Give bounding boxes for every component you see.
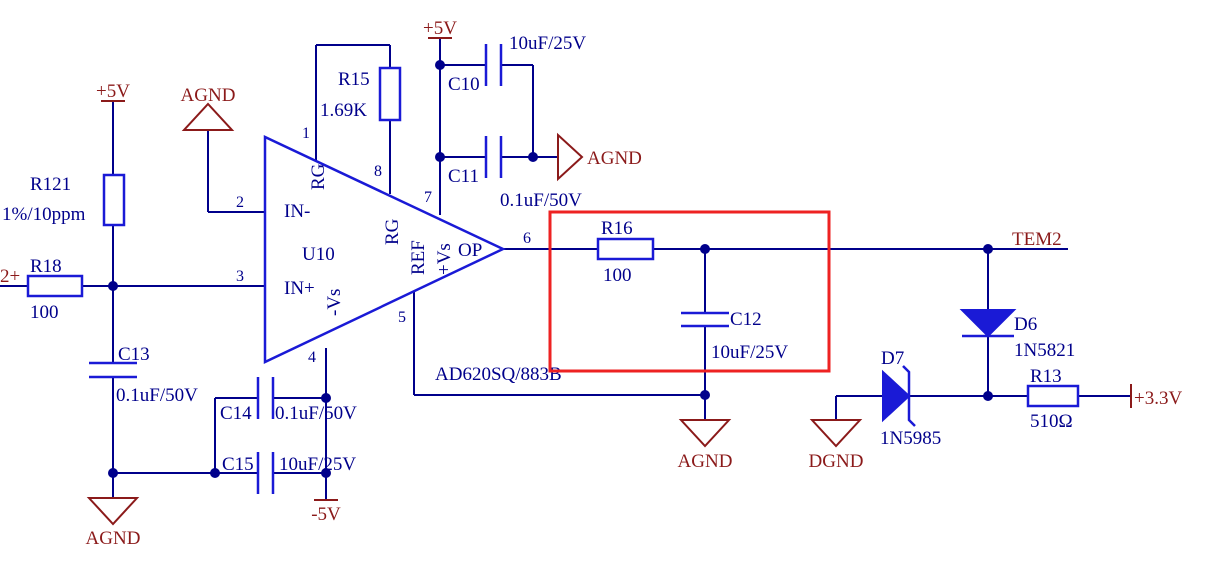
agnd-c12-label: AGND [678,451,733,472]
c12-ref: C12 [730,309,762,330]
r13-ref: R13 [1030,366,1062,387]
c13-ref: C13 [118,344,150,365]
opamp-u10: IN- IN+ U10 RG -Vs RG REF +Vs OP 1 2 3 4… [236,125,562,385]
c15-ref: C15 [222,454,254,475]
opamp-in-minus-label: IN- [284,201,310,222]
d7-value: 1N5985 [880,428,941,449]
ground-dgnd: DGND [809,419,864,472]
opamp-minus-vs-label: -Vs [324,289,345,316]
ground-agnd-c11: AGND [557,132,642,182]
r16-ref: R16 [601,218,633,239]
r18-value: 100 [30,302,59,323]
pin-6-number: 6 [523,230,531,247]
pin-7-number: 7 [424,189,432,206]
ground-agnd-top: AGND [181,85,236,131]
capacitor-c14: C14 0.1uF/50V [220,377,357,424]
r121-value: 1%/10ppm [2,204,86,225]
r13-value: 510Ω [1030,411,1073,432]
plus5v-top-label: +5V [423,18,457,39]
r18-ref: R18 [30,256,62,277]
diode-d6: D6 1N5821 [959,309,1075,361]
c14-value: 0.1uF/50V [275,403,357,424]
c10-ref: C10 [448,74,480,95]
opamp-rg-right-label: RG [382,218,403,245]
capacitor-c12: C12 10uF/25V [681,309,788,363]
input-net-label: 2+ [0,266,20,287]
c13-value: 0.1uF/50V [116,385,198,406]
minus5v-label: -5V [311,504,341,525]
r16-value: 100 [603,265,632,286]
agnd-top-label: AGND [181,85,236,106]
opamp-op-label: OP [458,240,482,261]
plus3v3-label: +3.3V [1134,388,1182,409]
resistor-r16: R16 100 [596,218,655,286]
d7-ref: D7 [881,348,904,369]
resistor-r121: R121 1%/10ppm [2,173,126,227]
c14-ref: C14 [220,403,252,424]
r121-ref: R121 [30,174,71,195]
r15-ref: R15 [338,69,370,90]
d6-value: 1N5821 [1014,340,1075,361]
opamp-ref-label: U10 [302,244,335,265]
agnd-bottom-label: AGND [86,528,141,549]
junctions [108,60,993,478]
c11-ref: C11 [448,166,479,187]
pin-8-number: 8 [374,163,382,180]
wires [0,38,1131,500]
diode-d7: D7 1N5985 [880,348,941,449]
pin-5-number: 5 [398,309,406,326]
capacitor-c13: C13 0.1uF/50V [89,344,198,406]
pin-1-number: 1 [302,125,310,142]
capacitor-c11: C11 0.1uF/50V [448,136,582,211]
opamp-part-label: AD620SQ/883B [435,364,562,385]
ground-agnd-bottom: AGND [86,497,141,549]
r15-value: 1.69K [320,100,367,121]
capacitor-c10: C10 10uF/25V [448,33,586,95]
d6-ref: D6 [1014,314,1037,335]
pin-4-number: 4 [308,349,316,366]
pin-3-number: 3 [236,268,244,285]
power-plus3v3: +3.3V [1130,384,1182,409]
plus5v-left-label: +5V [96,81,130,102]
opamp-ref-pin-label: REF [408,240,429,275]
agnd-c11-label: AGND [587,148,642,169]
resistor-r13: R13 510Ω [1026,366,1080,432]
ground-agnd-c12: AGND [678,419,733,472]
power-plus5v-top: +5V [423,18,457,39]
opamp-plus-vs-label: +Vs [434,243,455,275]
c11-value: 0.1uF/50V [500,190,582,211]
opamp-in-plus-label: IN+ [284,278,315,299]
pin-2-number: 2 [236,194,244,211]
resistor-r15: R15 1.69K [320,66,402,122]
tem2-net-label: TEM2 [1012,229,1062,250]
opamp-rg-left-label: RG [308,163,329,190]
c12-value: 10uF/25V [711,342,788,363]
dgnd-label: DGND [809,451,864,472]
highlight-box [548,210,831,373]
resistor-r18: R18 100 [26,256,84,323]
power-plus5v-left: +5V [96,81,130,102]
c10-value: 10uF/25V [509,33,586,54]
power-minus5v: -5V [311,499,341,525]
c15-value: 10uF/25V [279,454,356,475]
capacitor-c15: C15 10uF/25V [222,452,356,494]
